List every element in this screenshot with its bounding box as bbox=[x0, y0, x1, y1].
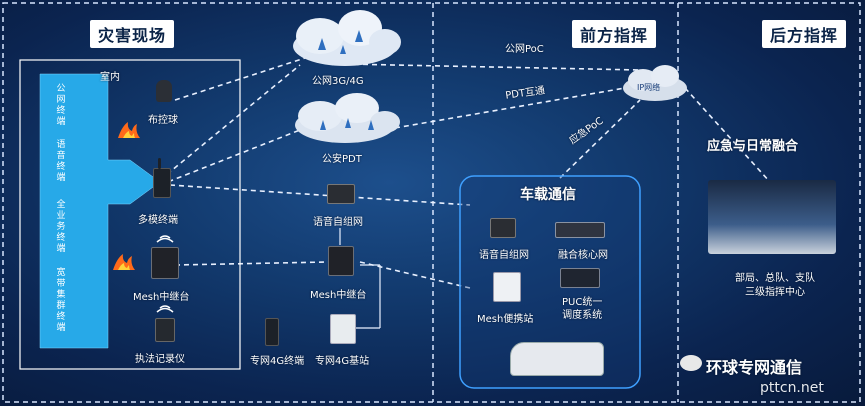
private-4g-terminal-label: 专网4G终端 bbox=[250, 356, 305, 367]
cloud-pdt bbox=[295, 93, 400, 143]
multimode-terminal-label: 多模终端 bbox=[138, 215, 178, 226]
command-vehicle-icon bbox=[510, 342, 604, 376]
watermark-name: 环球专网通信 bbox=[706, 358, 803, 377]
mesh-relay-mid-label: Mesh中继台 bbox=[310, 290, 367, 301]
ip-network-label: IP网络 bbox=[637, 83, 661, 92]
camera-ball-label: 布控球 bbox=[148, 115, 178, 126]
private-4g-terminal-icon bbox=[265, 318, 279, 346]
law-recorder-label: 执法记录仪 bbox=[135, 354, 185, 365]
arrow-label-fullservice: 全业务终端 bbox=[56, 200, 66, 254]
disaster-site-box bbox=[19, 59, 241, 370]
rear-title: 应急与日常融合 bbox=[707, 139, 799, 154]
fire-icon bbox=[113, 254, 135, 270]
core-network-icon bbox=[555, 222, 605, 238]
private-4g-station-label: 专网4G基站 bbox=[315, 356, 370, 367]
wifi-icon bbox=[156, 235, 174, 243]
header-front-command: 前方指挥 bbox=[572, 20, 657, 48]
public-poc-label: 公网PoC bbox=[505, 44, 544, 55]
multimode-terminal-icon bbox=[153, 168, 171, 198]
arrow-label-broadband: 宽带集群终端 bbox=[56, 268, 66, 333]
terminal-arrow bbox=[40, 74, 160, 348]
cloud-ip bbox=[623, 65, 687, 101]
arrow-label-voice: 语音终端 bbox=[56, 140, 66, 183]
wechat-icon bbox=[680, 355, 702, 371]
mesh-portable-label: Mesh便携站 bbox=[477, 314, 534, 325]
public-3g4g-label: 公网3G/4G bbox=[312, 76, 364, 87]
header-rear-command: 后方指挥 bbox=[762, 20, 847, 48]
core-network-label: 融合核心网 bbox=[558, 250, 608, 261]
cloud-3g4g bbox=[293, 10, 401, 66]
law-recorder-icon bbox=[155, 318, 175, 342]
vehicle-voice-adhoc-icon bbox=[490, 218, 516, 238]
voice-adhoc-label: 语音自组网 bbox=[313, 217, 363, 228]
vehicle-title: 车载通信 bbox=[520, 187, 576, 203]
mesh-relay-mid-icon bbox=[328, 246, 354, 276]
arrow-label-public: 公网终端 bbox=[56, 84, 66, 127]
mesh-relay-left-label: Mesh中继台 bbox=[133, 292, 190, 303]
wifi-icon bbox=[156, 305, 174, 313]
header-disaster-site: 灾害现场 bbox=[90, 20, 175, 48]
watermark-url: pttcn.net bbox=[760, 380, 824, 396]
command-center-image bbox=[708, 180, 836, 254]
police-pdt-label: 公安PDT bbox=[322, 154, 362, 165]
voice-adhoc-icon bbox=[327, 184, 355, 204]
camera-ball-icon bbox=[156, 80, 172, 102]
rear-caption: 部局、总队、支队 三级指挥中心 bbox=[735, 273, 815, 298]
private-4g-station-icon bbox=[330, 314, 356, 344]
antenna-icon bbox=[158, 158, 161, 169]
vehicle-voice-adhoc-label: 语音自组网 bbox=[479, 250, 529, 261]
indoor-label: 室内 bbox=[100, 72, 120, 83]
fire-icon bbox=[118, 122, 140, 138]
puc-system-icon bbox=[560, 268, 600, 288]
mesh-portable-icon bbox=[493, 272, 521, 302]
puc-system-label: PUC统一 调度系统 bbox=[562, 297, 603, 321]
mesh-relay-icon bbox=[151, 247, 179, 279]
